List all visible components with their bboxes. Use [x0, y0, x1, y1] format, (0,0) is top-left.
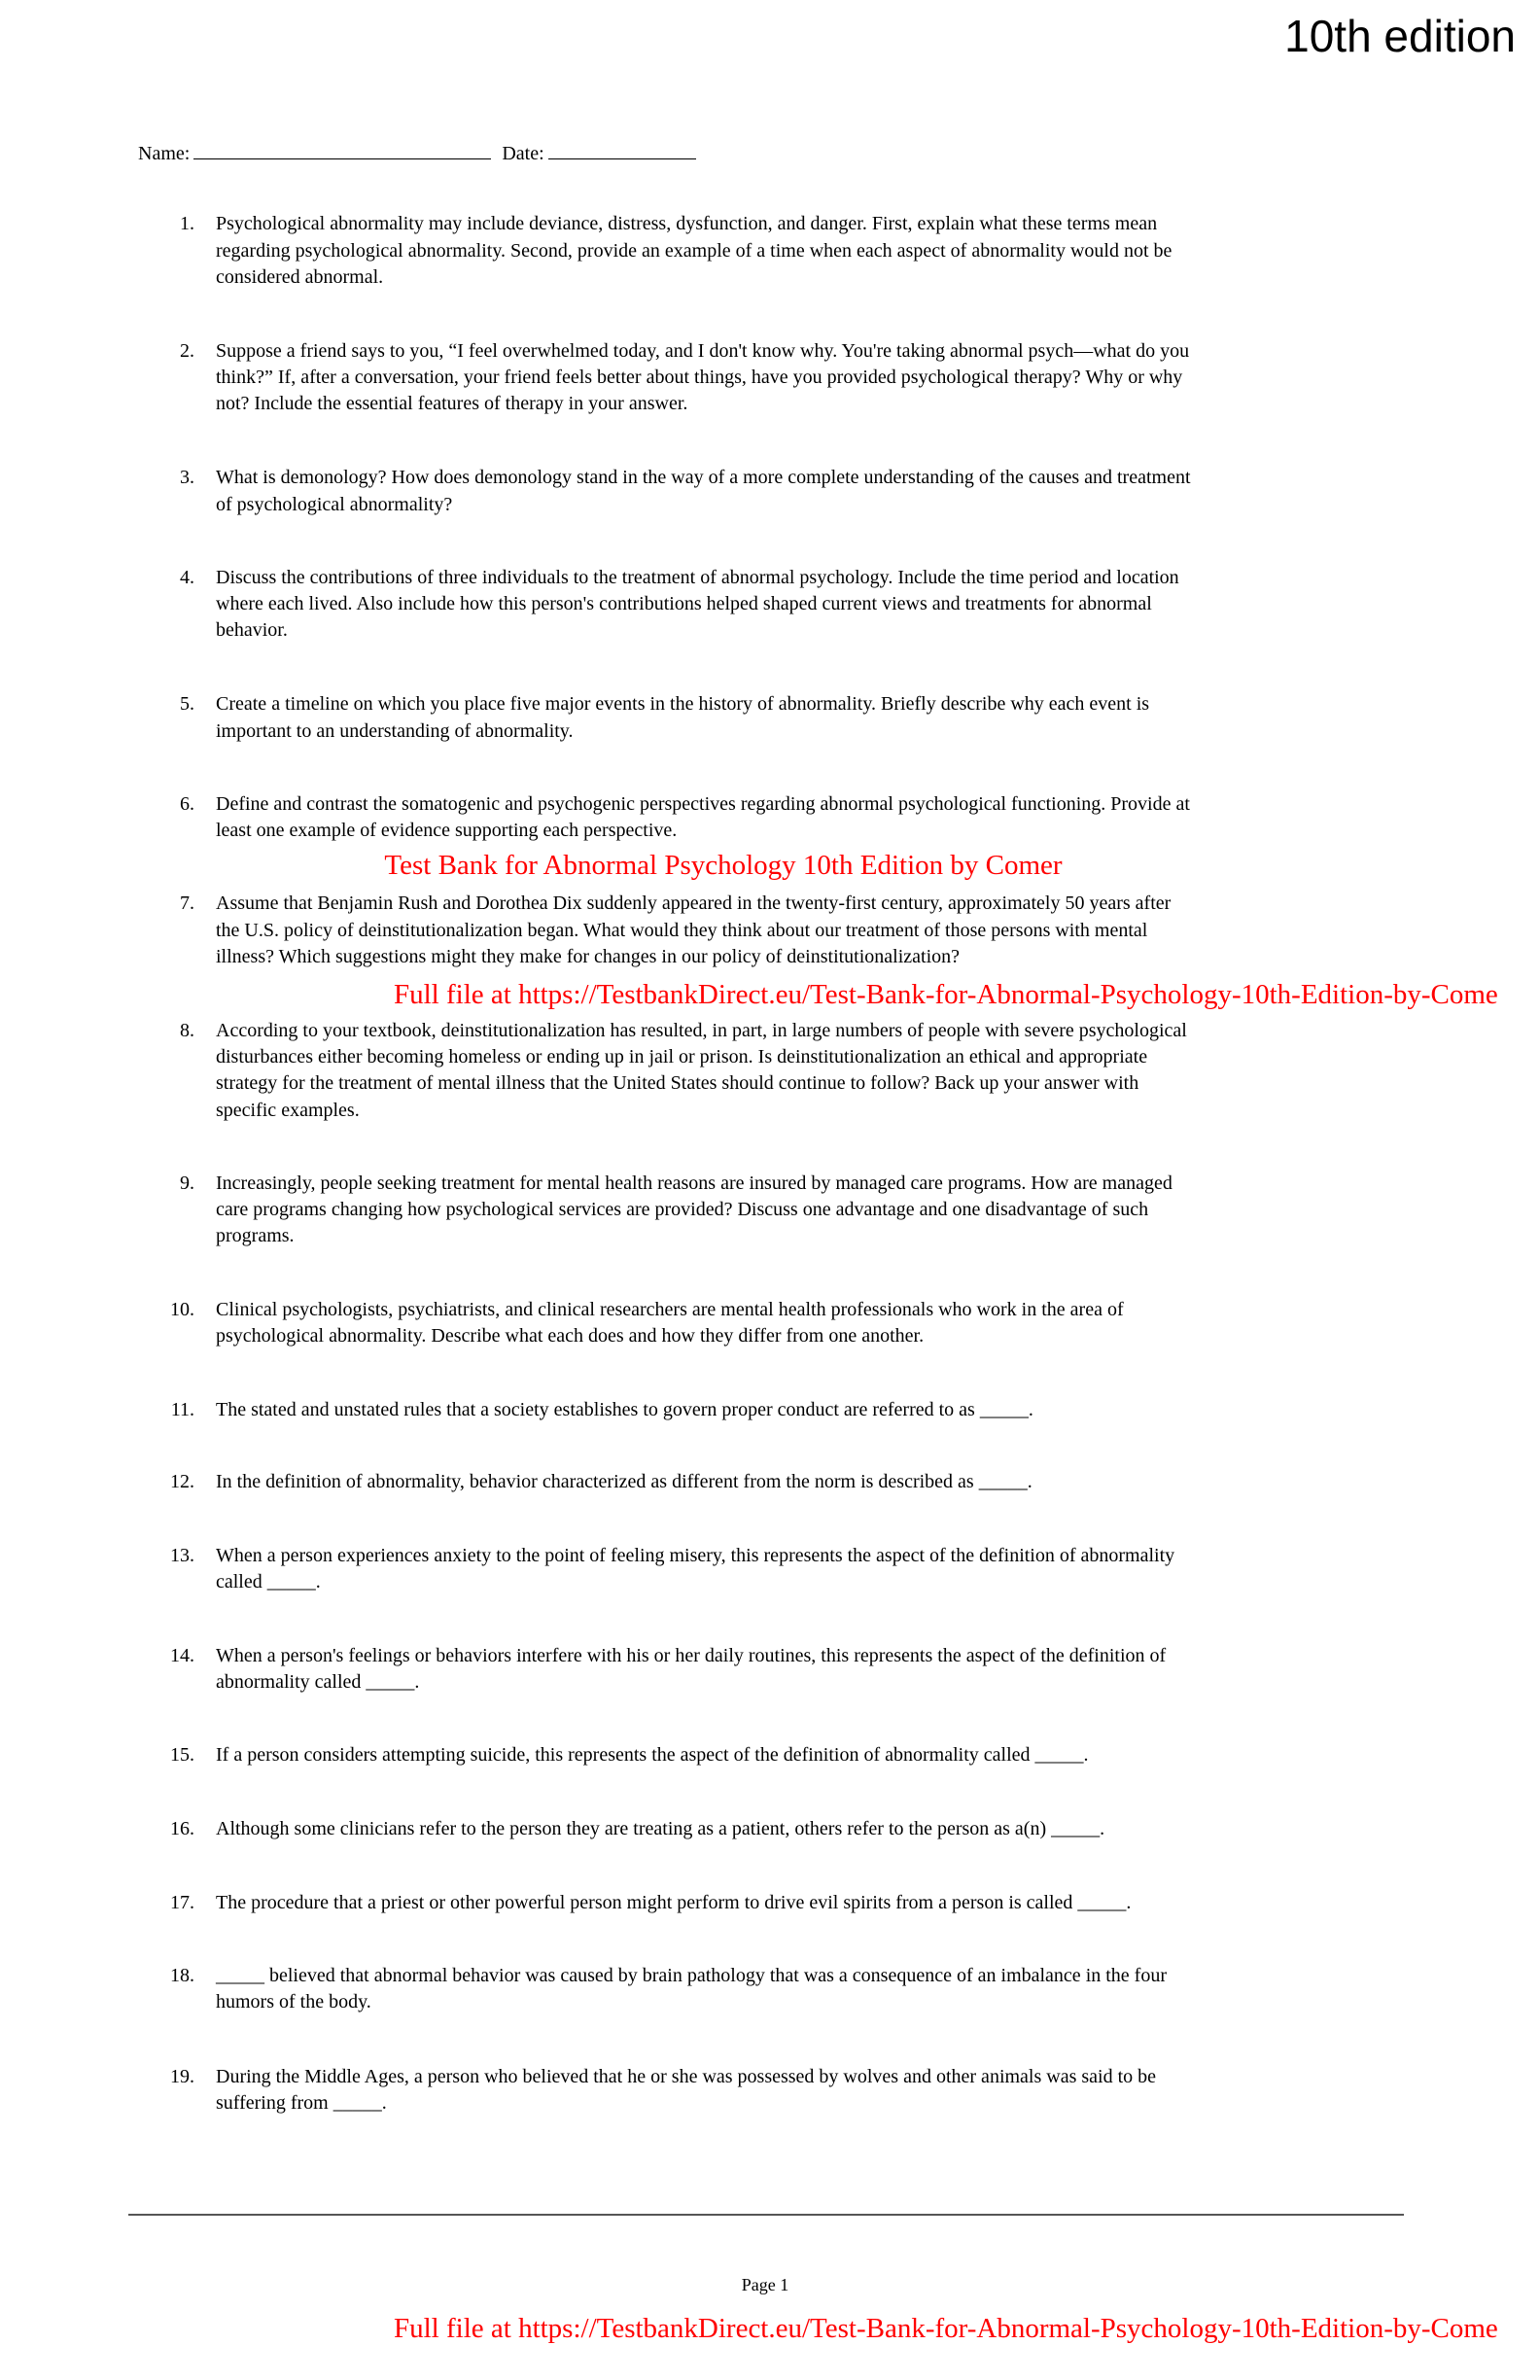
- date-blank[interactable]: [547, 139, 696, 159]
- question-number: 18.: [170, 1964, 194, 1986]
- date-label: Date:: [502, 143, 544, 164]
- question-line: _____ believed that abnormal behavior wa…: [216, 1964, 1167, 1986]
- question-line: not? Include the essential features of t…: [216, 393, 688, 415]
- question-text: The procedure that a priest or other pow…: [216, 1890, 1131, 1916]
- question-text: Increasingly, people seeking treatment f…: [216, 1171, 1172, 1250]
- question-line: Increasingly, people seeking treatment f…: [216, 1172, 1172, 1194]
- question-text: During the Middle Ages, a person who bel…: [216, 2064, 1156, 2118]
- question-text: When a person experiences anxiety to the…: [216, 1543, 1174, 1596]
- question-line: programs.: [216, 1225, 295, 1247]
- question-number: 19.: [170, 2065, 194, 2087]
- question-line: behavior.: [216, 619, 288, 642]
- question-number: 15.: [170, 1744, 194, 1767]
- question-line: of psychological abnormality?: [216, 493, 453, 515]
- question-text: According to your textbook, deinstitutio…: [216, 1018, 1187, 1124]
- footer-divider: [128, 2214, 1404, 2216]
- question-line: strategy for the treatment of mental ill…: [216, 1072, 1139, 1095]
- question-number: 3.: [180, 467, 194, 489]
- question-number: 2.: [180, 339, 194, 362]
- question-number: 8.: [180, 1019, 194, 1041]
- question-line: called _____.: [216, 1571, 321, 1593]
- question-line: The procedure that a priest or other pow…: [216, 1892, 1132, 1914]
- question-number: 1.: [180, 213, 194, 235]
- question-line: suffering from _____.: [216, 2092, 387, 2115]
- question-text: What is demonology? How does demonology …: [216, 465, 1191, 518]
- question-text: _____ believed that abnormal behavior wa…: [216, 1963, 1167, 2016]
- question-line: abnormality called _____.: [216, 1670, 420, 1693]
- question-line: where each lived. Also include how this …: [216, 593, 1152, 615]
- question-line: Psychological abnormality may include de…: [216, 213, 1158, 235]
- question-line: Clinical psychologists, psychiatrists, a…: [216, 1299, 1124, 1320]
- question-number: 17.: [170, 1892, 194, 1914]
- question-line: regarding psychological abnormality. Sec…: [216, 239, 1172, 262]
- question-text: When a person's feelings or behaviors in…: [216, 1643, 1166, 1697]
- name-label: Name:: [138, 143, 191, 164]
- question-line: psychological abnormality. Describe what…: [216, 1325, 925, 1348]
- question-text: If a person considers attempting suicide…: [216, 1742, 1089, 1768]
- question-text: Clinical psychologists, psychiatrists, a…: [216, 1297, 1124, 1350]
- question-text: In the definition of abnormality, behavi…: [216, 1469, 1032, 1495]
- question-line: considered abnormal.: [216, 265, 384, 288]
- question-line: What is demonology? How does demonology …: [216, 467, 1191, 489]
- watermark-link-bottom[interactable]: Full file at https://TestbankDirect.eu/T…: [394, 2313, 1498, 2344]
- question-number: 11.: [170, 1398, 194, 1420]
- question-number: 10.: [170, 1299, 194, 1320]
- question-line: Create a timeline on which you place fiv…: [216, 693, 1150, 716]
- question-number: 9.: [180, 1172, 194, 1194]
- question-text: Assume that Benjamin Rush and Dorothea D…: [216, 891, 1171, 970]
- question-text: Although some clinicians refer to the pe…: [216, 1816, 1104, 1842]
- question-line: Assume that Benjamin Rush and Dorothea D…: [216, 892, 1172, 915]
- question-text: Define and contrast the somatogenic and …: [216, 791, 1190, 845]
- question-number: 5.: [180, 693, 194, 716]
- question-line: If a person considers attempting suicide…: [216, 1744, 1089, 1767]
- question-line: humors of the body.: [216, 1991, 371, 2013]
- question-line: the U.S. policy of deinstitutionalizatio…: [216, 919, 1148, 941]
- question-line: During the Middle Ages, a person who bel…: [216, 2065, 1157, 2087]
- question-line: important to an understanding of abnorma…: [216, 719, 574, 742]
- question-line: When a person's feelings or behaviors in…: [216, 1644, 1167, 1666]
- question-number: 7.: [180, 892, 194, 915]
- question-line: Suppose a friend says to you, “I feel ov…: [216, 339, 1190, 362]
- question-line: When a person experiences anxiety to the…: [216, 1545, 1175, 1567]
- question-line: Although some clinicians refer to the pe…: [216, 1818, 1105, 1840]
- question-number: 14.: [170, 1644, 194, 1666]
- question-line: In the definition of abnormality, behavi…: [216, 1471, 1032, 1493]
- question-text: Create a timeline on which you place fiv…: [216, 691, 1149, 745]
- watermark-title: Test Bank for Abnormal Psychology 10th E…: [384, 850, 1063, 881]
- question-line: illness? Which suggestions might they ma…: [216, 945, 961, 967]
- question-line: The stated and unstated rules that a soc…: [216, 1398, 1033, 1420]
- question-number: 12.: [170, 1471, 194, 1493]
- question-line: Discuss the contributions of three indiv…: [216, 566, 1179, 588]
- question-line: think?” If, after a conversation, your f…: [216, 367, 1183, 389]
- question-number: 4.: [180, 566, 194, 588]
- name-blank[interactable]: [193, 139, 492, 159]
- question-number: 16.: [170, 1818, 194, 1840]
- question-line: least one example of evidence supporting…: [216, 820, 678, 842]
- question-line: According to your textbook, deinstitutio…: [216, 1019, 1187, 1041]
- question-text: The stated and unstated rules that a soc…: [216, 1397, 1033, 1423]
- question-line: care programs changing how psychological…: [216, 1198, 1149, 1220]
- watermark-link[interactable]: Full file at https://TestbankDirect.eu/T…: [394, 979, 1498, 1010]
- question-text: Suppose a friend says to you, “I feel ov…: [216, 338, 1189, 418]
- question-line: disturbances either becoming homeless or…: [216, 1045, 1148, 1068]
- question-text: Discuss the contributions of three indiv…: [216, 565, 1179, 645]
- question-number: 13.: [170, 1545, 194, 1567]
- question-line: specific examples.: [216, 1099, 360, 1121]
- question-line: Define and contrast the somatogenic and …: [216, 792, 1190, 815]
- question-number: 6.: [180, 792, 194, 815]
- edition-header: 10th edition: [1284, 11, 1516, 61]
- question-text: Psychological abnormality may include de…: [216, 211, 1172, 291]
- page-number: Page 1: [741, 2275, 789, 2294]
- name-date-row: Name: Date:: [138, 139, 702, 165]
